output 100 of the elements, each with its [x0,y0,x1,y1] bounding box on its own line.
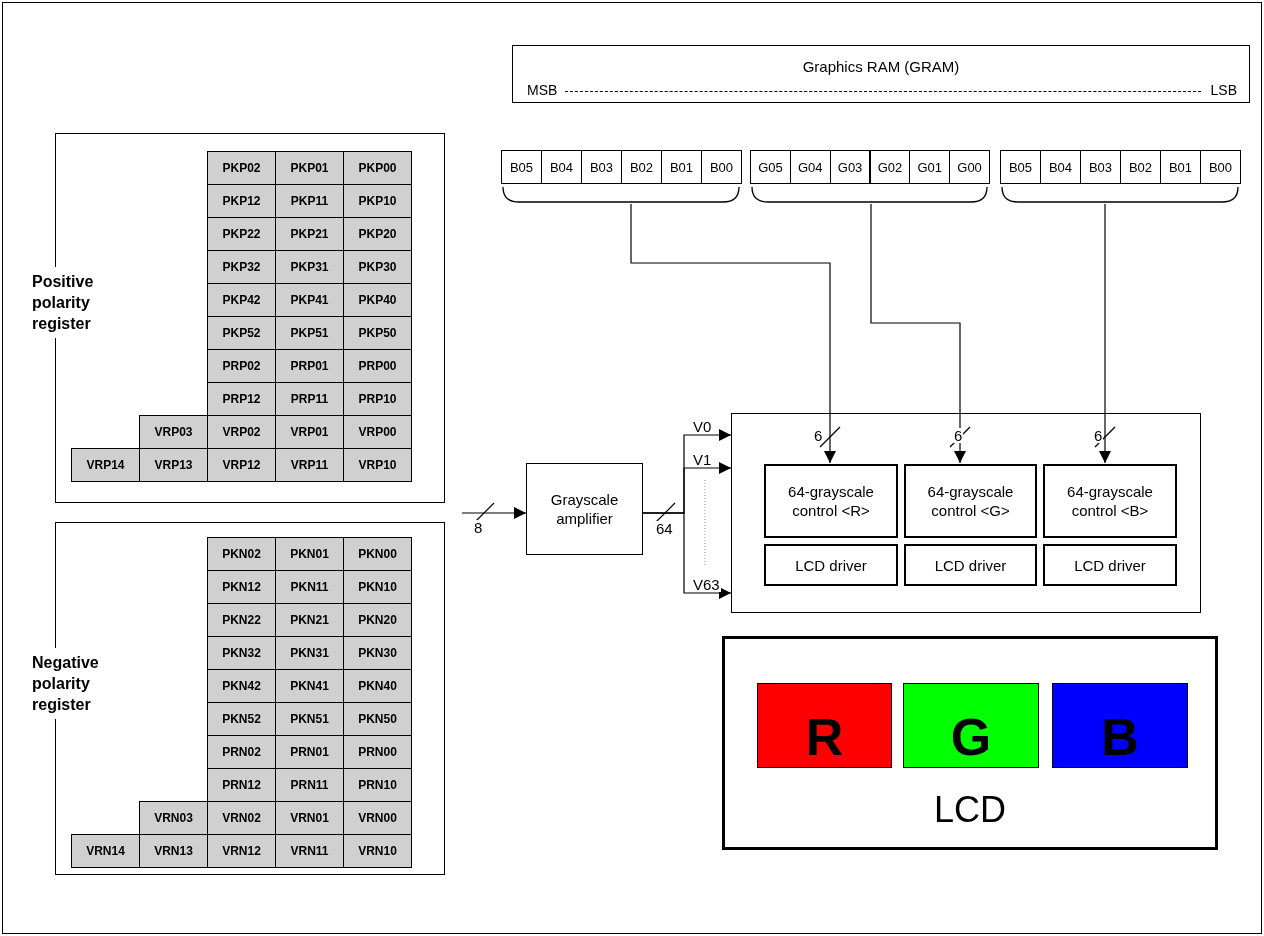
register-cell: PKN42 [207,669,276,703]
register-cell: PKN02 [207,537,276,571]
bit-cell: B01 [661,150,702,184]
bus-width-label: 64 [655,521,674,536]
register-cell: VRP10 [343,448,412,482]
register-cell: PKP21 [275,217,344,251]
register-cell: PKP00 [343,151,412,185]
bit-cell: B05 [1000,150,1041,184]
block-box [764,464,898,538]
register-cell: PRN12 [207,768,276,802]
block-box [904,544,1037,586]
block-label: 64-grayscale control <B> [1066,482,1154,520]
edge-label: V0 [692,419,713,434]
register-cell: VRP11 [275,448,344,482]
register-cell: VRP00 [343,415,412,449]
register-cell: PKN11 [275,570,344,604]
block-box [1043,464,1177,538]
register-cell: PRP11 [275,382,344,416]
register-cell: VRP12 [207,448,276,482]
block-box [764,544,898,586]
subpixel-letter: G [950,710,992,763]
bit-field-group [750,150,989,204]
bit-cell: G04 [789,150,831,184]
bit-cell: G00 [949,150,990,184]
register-cell: PKP10 [343,184,412,218]
register-cell: PKN22 [207,603,276,637]
register-cell: PKP12 [207,184,276,218]
edge-label: 8 [473,520,484,535]
register-cell: VRP14 [71,448,140,482]
arrow [1099,203,1111,464]
register-cell: PKP22 [207,217,276,251]
register-cell: VRN12 [207,834,276,868]
register-cell: PRP02 [207,349,276,383]
register-cell: PKN51 [275,702,344,736]
arrow [630,203,836,464]
color-subpixel [1052,683,1188,768]
bit-cell: B02 [1120,150,1161,184]
register-cell: PRP00 [343,349,412,383]
block-box [731,413,1201,613]
block-label: LCD driver [794,555,868,575]
register-cell: PKP30 [343,250,412,284]
register-cell: VRP13 [139,448,208,482]
register-cell: PRN01 [275,735,344,769]
register-cell: PKP32 [207,250,276,284]
color-subpixel [757,683,892,768]
bit-cell: B03 [581,150,622,184]
register-cell: PRP10 [343,382,412,416]
register-cell: PKP01 [275,151,344,185]
memory-box [512,45,1250,103]
register-cell: PKP40 [343,283,412,317]
register-cell: VRN13 [139,834,208,868]
bit-cell: B05 [501,150,542,184]
bit-order-label: LSB [1210,82,1237,98]
register-cell: PKP42 [207,283,276,317]
subpixel-letter: R [805,710,844,763]
edge-label: 6 [813,428,824,443]
register-cell: VRN11 [275,834,344,868]
subpixel-letter: B [1101,710,1139,763]
register-cell: PKN31 [275,636,344,670]
register-cell: VRN01 [275,801,344,835]
memory-title: Graphics RAM (GRAM) [801,58,961,75]
arrow [870,203,966,464]
register-cell: PKN00 [343,537,412,571]
register-cell: PKN52 [207,702,276,736]
bit-cell: G02 [869,150,911,184]
register-cell: PKN40 [343,669,412,703]
block-box [526,463,643,555]
register-cell: PKP51 [275,316,344,350]
register-cell: PKN20 [343,603,412,637]
register-cell: PKP02 [207,151,276,185]
bit-cell: B00 [1200,150,1241,184]
arrow [642,512,732,599]
arrow [461,507,527,519]
block-label: Grayscale amplifier [549,490,620,528]
block-label: 64-grayscale control <G> [926,482,1015,520]
block-label: 64-grayscale control <R> [787,482,875,520]
bit-cell: G01 [909,150,951,184]
register-cell: PKP11 [275,184,344,218]
register-cell: PKP52 [207,316,276,350]
bit-field-group [501,150,741,204]
bit-cell: B02 [621,150,662,184]
bit-cell: G05 [750,150,791,184]
color-subpixel [903,683,1039,768]
edge-label: 6 [1093,428,1104,443]
panel-label: LCD [933,789,1007,831]
bit-order-label: MSB [527,82,558,98]
register-cell: VRP01 [275,415,344,449]
register-cell: PKP41 [275,283,344,317]
register-cell: PKP50 [343,316,412,350]
bit-field-group [1000,150,1240,204]
register-cell: PKN01 [275,537,344,571]
register-cell: PKN12 [207,570,276,604]
edge-label: 6 [953,428,964,443]
block-box [1043,544,1177,586]
edge-label: V1 [692,452,713,467]
register-cell: PRN00 [343,735,412,769]
register-cell: PRN10 [343,768,412,802]
register-cell: PKN30 [343,636,412,670]
bit-cell: B03 [1080,150,1121,184]
display-panel [722,636,1218,850]
